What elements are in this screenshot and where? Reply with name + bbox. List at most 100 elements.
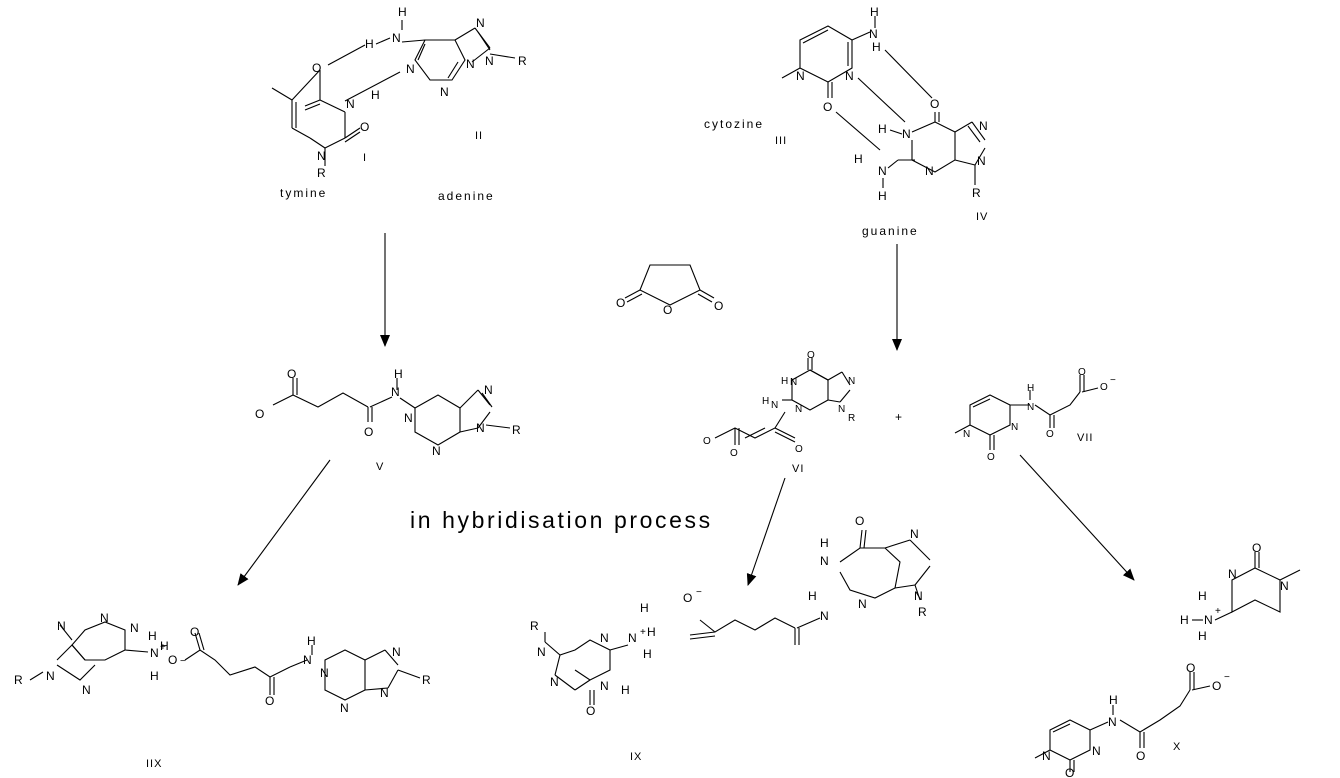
svg-text:N: N: [925, 164, 934, 178]
svg-text:N: N: [550, 675, 559, 689]
svg-text:N: N: [600, 679, 609, 693]
svg-text:R: R: [918, 605, 927, 619]
svg-text:H: H: [394, 367, 403, 381]
svg-text:O: O: [703, 436, 711, 447]
svg-text:H: H: [1198, 589, 1207, 603]
compound-viii-structure: R N N N N N N + H H H O − O O N H N N N …: [14, 611, 431, 715]
svg-text:O: O: [823, 100, 832, 114]
compound-iv-label: IV: [976, 211, 989, 223]
svg-text:O: O: [1136, 749, 1145, 763]
svg-text:N: N: [404, 411, 413, 425]
thymine-label: tymine: [280, 186, 328, 200]
svg-text:H: H: [640, 601, 649, 615]
svg-text:H: H: [307, 634, 316, 648]
svg-text:O: O: [855, 514, 864, 528]
svg-text:O: O: [1186, 661, 1195, 675]
hbond: [857, 77, 906, 123]
svg-text:N: N: [1042, 749, 1051, 763]
svg-text:O: O: [730, 448, 738, 459]
svg-text:N: N: [858, 597, 867, 611]
svg-text:H: H: [762, 396, 769, 407]
svg-text:N: N: [963, 429, 970, 440]
svg-text:N: N: [1108, 715, 1117, 729]
svg-text:O: O: [987, 452, 995, 463]
svg-text:N: N: [796, 69, 805, 83]
svg-text:O: O: [364, 425, 373, 439]
svg-text:N: N: [392, 645, 401, 659]
svg-text:O: O: [1100, 382, 1108, 393]
svg-text:N: N: [902, 127, 911, 141]
svg-text:N: N: [380, 686, 389, 700]
svg-text:H: H: [854, 152, 863, 166]
guanine-structure: H N O N N N R H N H: [854, 97, 988, 203]
svg-text:N: N: [878, 164, 887, 178]
svg-text:N: N: [848, 376, 855, 387]
svg-text:O: O: [360, 120, 369, 134]
svg-text:N: N: [845, 69, 854, 83]
svg-text:−: −: [1224, 672, 1230, 683]
svg-text:H: H: [365, 37, 374, 51]
svg-text:O: O: [807, 350, 815, 361]
svg-text:N: N: [820, 554, 829, 568]
compound-ix-structure: R N N N N H O N + H H H O − N H O H N N …: [530, 514, 931, 718]
svg-text:N: N: [484, 383, 493, 397]
svg-text:N: N: [303, 653, 312, 667]
svg-text:R: R: [530, 619, 539, 633]
svg-text:O: O: [1212, 679, 1221, 693]
svg-text:N: N: [476, 421, 485, 435]
svg-text:N: N: [600, 631, 609, 645]
svg-text:O: O: [930, 97, 939, 111]
compound-vi-structure: O N H N N H N N R O O O: [703, 350, 855, 459]
svg-text:R: R: [518, 54, 527, 68]
compound-vii-label: VII: [1077, 432, 1094, 444]
svg-text:R: R: [972, 186, 981, 200]
svg-text:−: −: [696, 587, 702, 598]
svg-text:R: R: [14, 673, 23, 687]
compound-ix-label: IX: [630, 751, 643, 763]
svg-text:N: N: [46, 669, 55, 683]
svg-text:N: N: [100, 611, 109, 625]
svg-text:N: N: [317, 149, 326, 163]
svg-text:H: H: [870, 5, 879, 19]
svg-text:O: O: [265, 694, 274, 708]
svg-text:N: N: [977, 154, 986, 168]
svg-text:H: H: [398, 5, 407, 19]
svg-text:N: N: [150, 646, 159, 660]
svg-text:N: N: [1204, 613, 1213, 627]
svg-text:H: H: [872, 40, 881, 54]
cytosine-label: cytozine: [704, 117, 765, 131]
svg-text:N: N: [320, 666, 329, 680]
svg-text:N: N: [1228, 567, 1237, 581]
plus-sign: +: [895, 410, 905, 424]
svg-text:O: O: [168, 653, 177, 667]
svg-text:O: O: [255, 407, 264, 421]
svg-text:N: N: [795, 404, 802, 415]
compound-vii-structure: N N O N H O O O −: [954, 367, 1116, 463]
svg-text:H: H: [160, 639, 169, 653]
svg-text:O: O: [714, 299, 723, 313]
svg-text:+: +: [640, 627, 646, 638]
svg-text:R: R: [317, 166, 326, 180]
svg-text:+: +: [1215, 606, 1221, 617]
svg-text:H: H: [1180, 613, 1189, 627]
svg-text:N: N: [790, 377, 797, 388]
svg-text:O: O: [663, 303, 672, 317]
svg-text:O: O: [586, 704, 595, 718]
hbond: [344, 71, 401, 102]
svg-text:N: N: [476, 16, 485, 30]
svg-text:N: N: [391, 385, 400, 399]
hbond: [884, 49, 933, 99]
svg-text:N: N: [346, 97, 355, 111]
svg-text:O: O: [1078, 367, 1086, 378]
svg-text:N: N: [914, 589, 923, 603]
svg-text:O: O: [287, 367, 296, 381]
svg-text:N: N: [57, 619, 66, 633]
thymine-structure: O N O N R H: [271, 61, 380, 180]
compound-i-label: I: [363, 152, 368, 164]
cytosine-structure: N N O N H H: [781, 5, 881, 114]
svg-text:O: O: [616, 296, 625, 310]
svg-text:−: −: [1110, 375, 1116, 386]
svg-text:N: N: [340, 701, 349, 715]
arrow-vi-to-ix: [746, 477, 786, 586]
